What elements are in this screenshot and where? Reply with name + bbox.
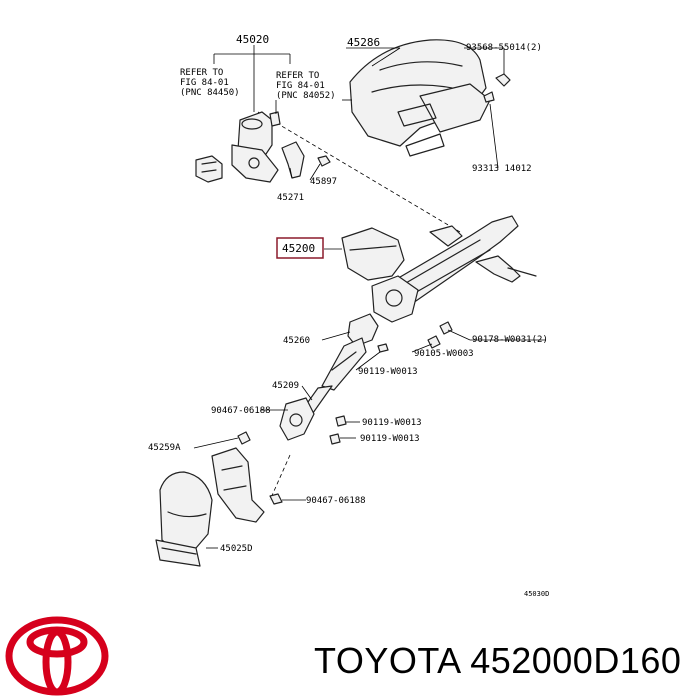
highlight-box	[276, 237, 324, 259]
label-45897: 45897	[310, 177, 337, 187]
label-93313: 93313 14012	[472, 164, 532, 174]
label-45020: 45020	[236, 33, 269, 46]
steering-column-drawing	[341, 215, 537, 349]
label-90119-b: 90119-W0013	[362, 418, 422, 428]
reference-line	[269, 454, 291, 501]
label-90119-a: 90119-W0013	[358, 367, 418, 377]
label-93568: 93568-55014(2)	[466, 43, 542, 53]
figure-code: 45030D	[524, 590, 549, 598]
refer-right-line2: FIG 84-01	[276, 81, 325, 91]
refer-left-line2: FIG 84-01	[180, 78, 229, 88]
column-boot-drawing	[155, 431, 283, 567]
label-45286: 45286	[347, 36, 380, 49]
label-90467-a: 90467-06188	[211, 406, 271, 416]
label-45025d: 45025D	[220, 544, 253, 554]
label-45271: 45271	[277, 193, 304, 203]
intermediate-shaft-drawing	[279, 313, 389, 445]
label-90467-b: 90467-06188	[306, 496, 366, 506]
reference-line	[257, 111, 461, 233]
label-45209: 45209	[272, 381, 299, 391]
refer-left-line3: (PNC 84450)	[180, 88, 240, 98]
lock-assembly-drawing	[195, 111, 331, 183]
refer-right-line3: (PNC 84052)	[276, 91, 336, 101]
leader-lines	[193, 45, 546, 549]
toyota-logo	[5, 616, 109, 696]
label-45259a: 45259A	[148, 443, 181, 453]
brand-part-number: TOYOTA 452000D160	[314, 640, 682, 681]
refer-left-line1: REFER TO	[180, 68, 223, 78]
label-90178: 90178-W0031(2)	[472, 335, 548, 345]
label-90119-c: 90119-W0013	[360, 434, 420, 444]
column-cover-drawing	[349, 39, 511, 157]
refer-right-line1: REFER TO	[276, 71, 319, 81]
label-45200: 45200	[282, 242, 315, 255]
label-45260: 45260	[283, 336, 310, 346]
label-90105: 90105-W0003	[414, 349, 474, 359]
